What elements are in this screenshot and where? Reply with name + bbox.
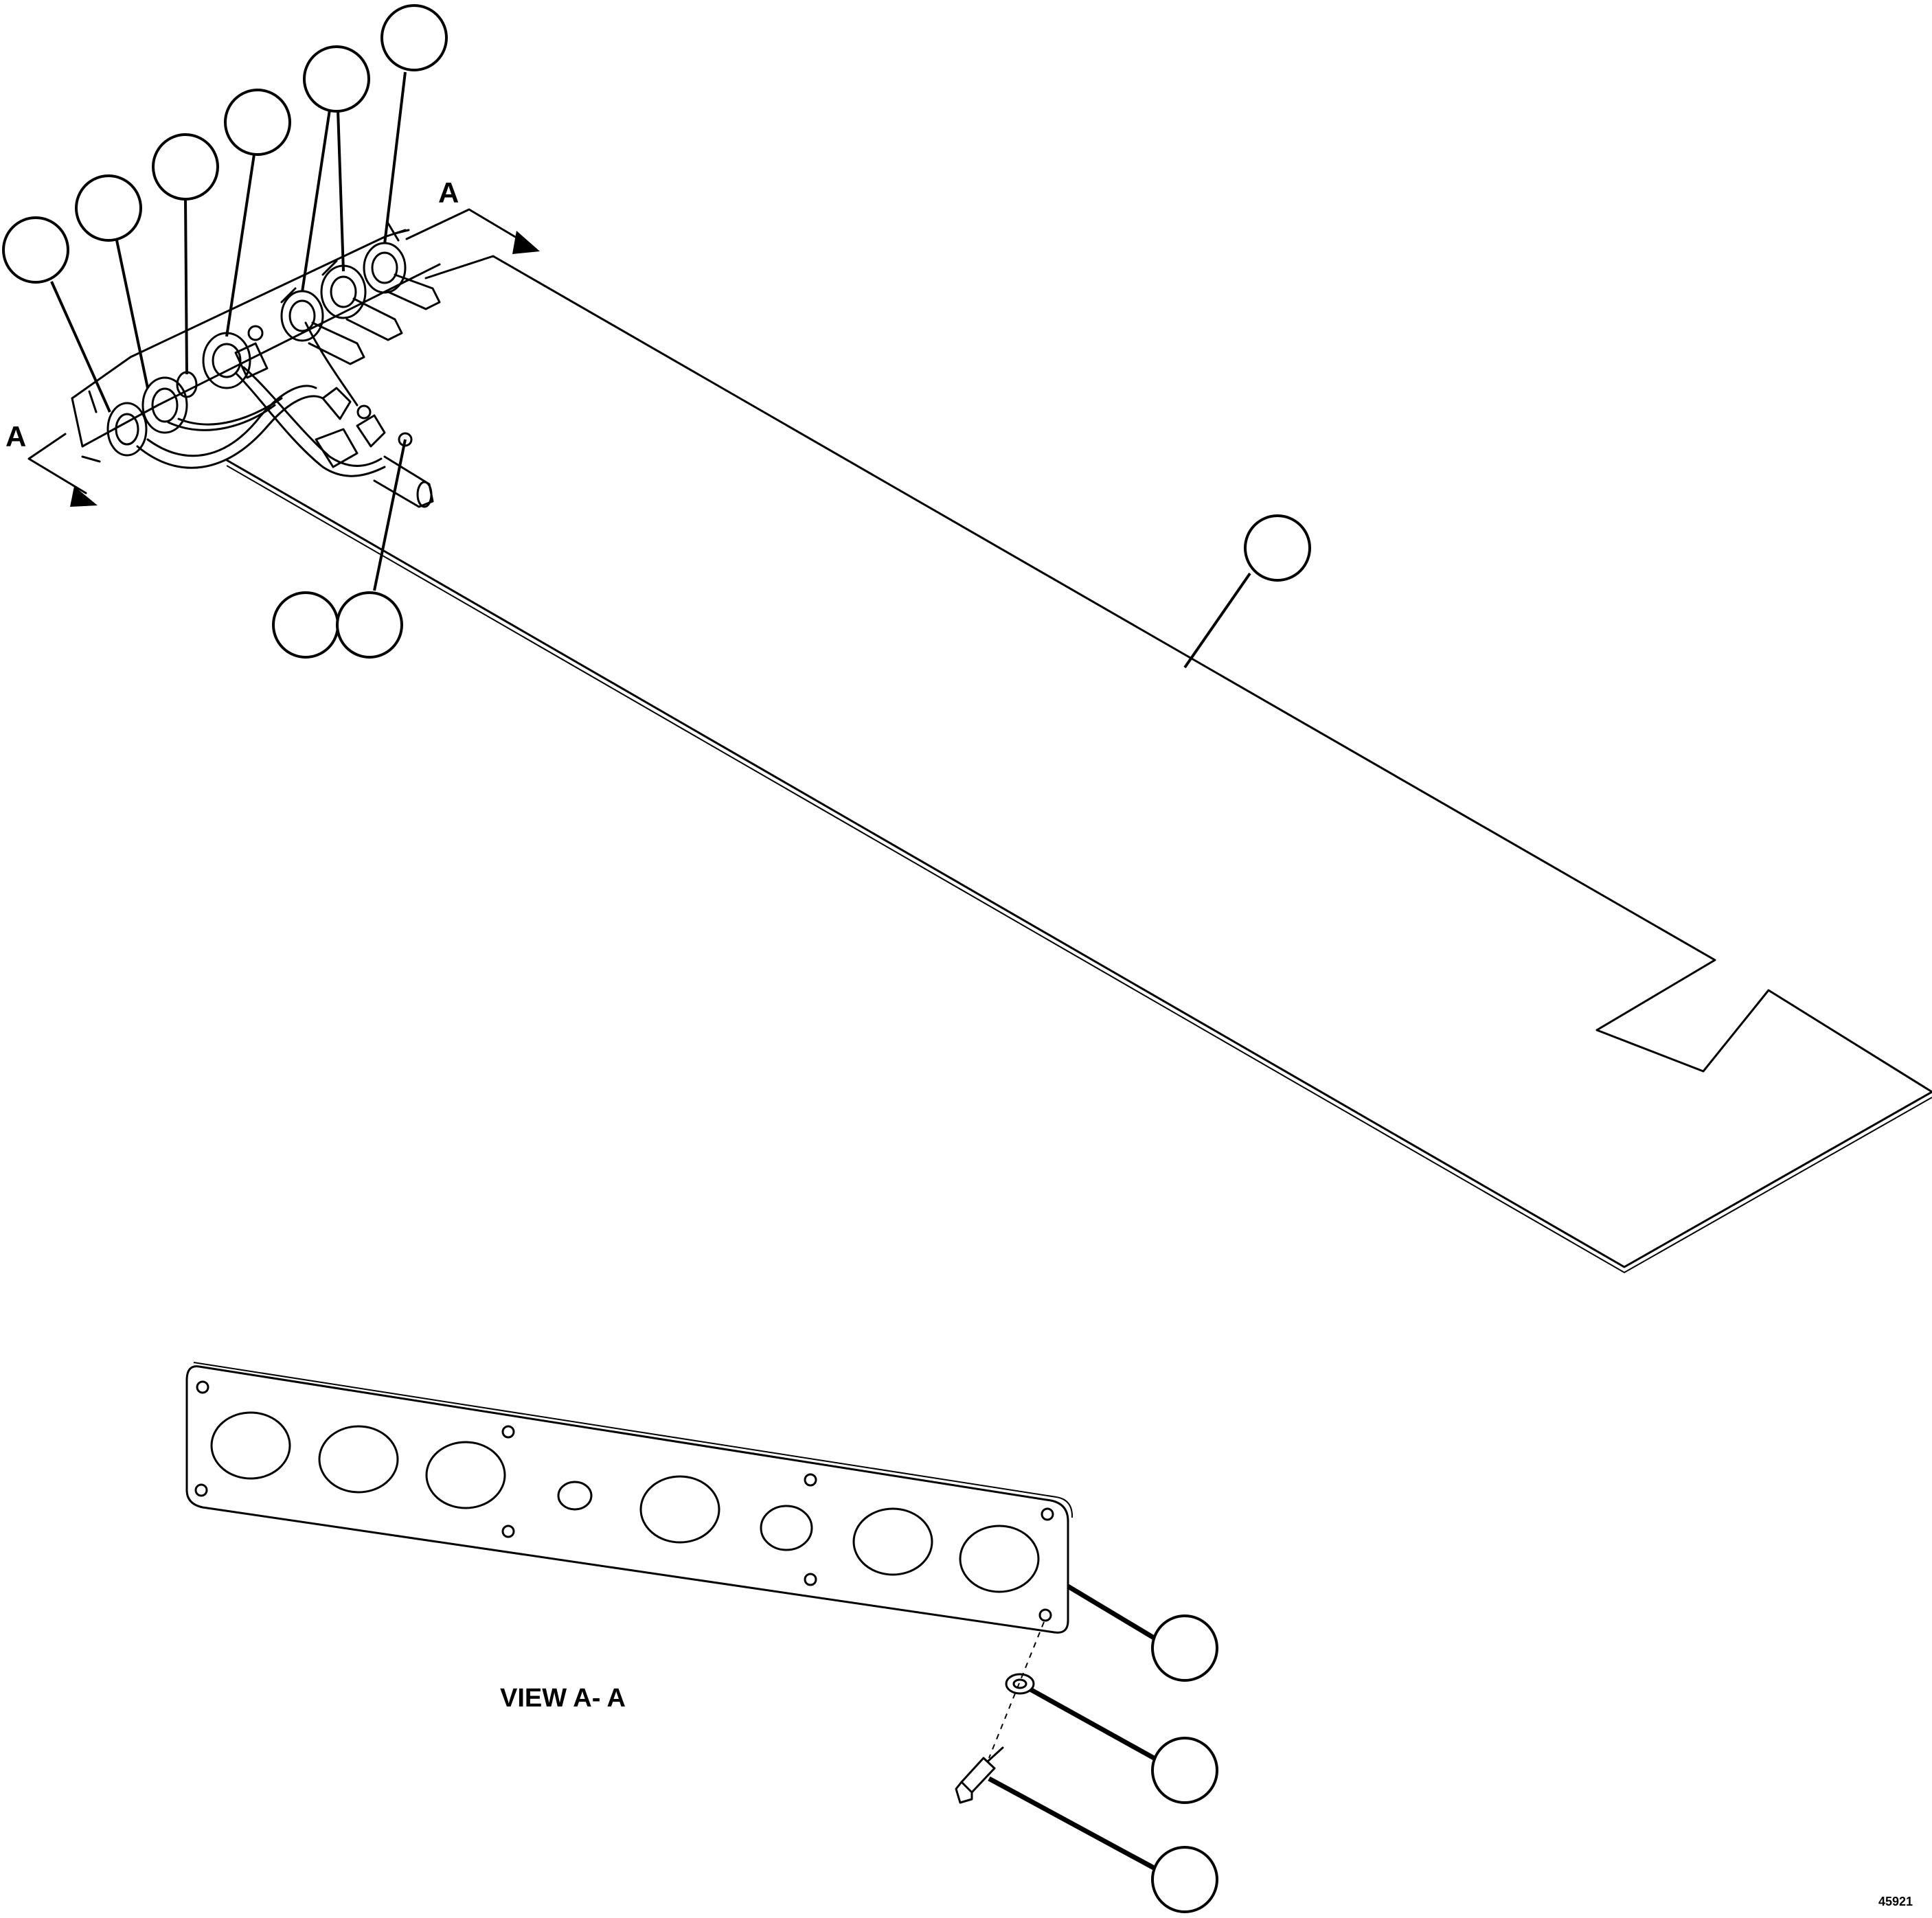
section-marker-right: A — [438, 176, 459, 209]
callout-bubbles-top — [2, 4, 1311, 659]
callout-bubble — [1151, 1737, 1218, 1804]
callout-bubble — [380, 4, 448, 71]
callout-leaders-bottom — [988, 1584, 1155, 1871]
callout-bubble — [272, 591, 339, 659]
connector-assembly — [71, 222, 441, 508]
section-arrow-right: A — [405, 176, 540, 254]
callout-bubble — [152, 133, 219, 201]
figure-number: 45921 — [1878, 1895, 1913, 1908]
callout-bubble — [224, 89, 291, 156]
section-arrow-left: A — [5, 420, 98, 507]
view-label: VIEW A- A — [500, 1684, 626, 1713]
callout-bubble — [75, 174, 142, 242]
callout-bubble — [1151, 1846, 1218, 1913]
hardware — [955, 1621, 1045, 1804]
callout-bubbles-bottom — [1151, 1614, 1218, 1913]
callout-bubble — [303, 45, 370, 113]
callout-leaders-top — [50, 71, 1251, 669]
callout-bubble — [1151, 1614, 1218, 1682]
gasket-plate — [185, 1362, 1073, 1634]
callout-bubble — [1244, 514, 1311, 582]
callout-bubble — [336, 591, 403, 659]
floor-plate — [225, 255, 1932, 1274]
callout-bubble — [2, 216, 69, 284]
section-marker-left: A — [5, 420, 26, 453]
